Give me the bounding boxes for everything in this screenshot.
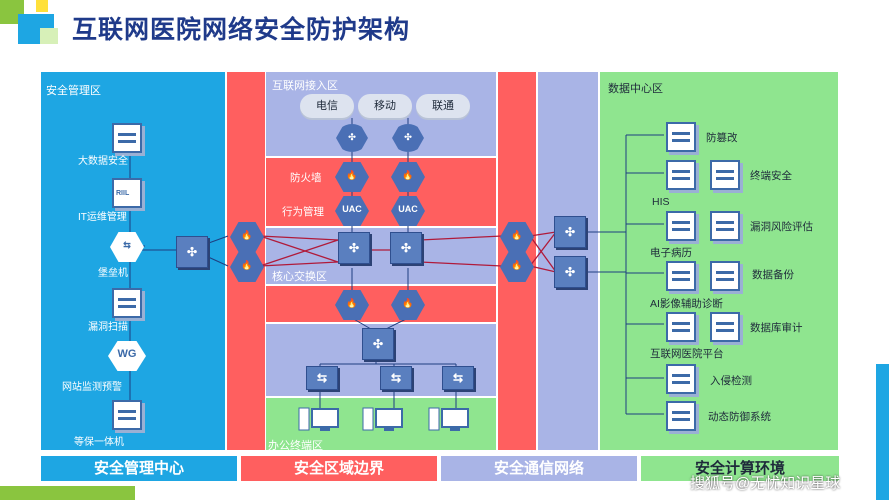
- antitamper-icon: [666, 122, 696, 152]
- dynamic-defense-icon: [666, 401, 696, 431]
- compliance-box-icon: [112, 400, 142, 430]
- cloud-unicom: 联通: [416, 94, 470, 118]
- mgmt-zone-label: 安全管理区: [46, 85, 101, 97]
- inner-fw-band: [266, 286, 496, 322]
- corner-deco-yellow: [36, 0, 48, 12]
- office-pc-icon: [428, 407, 469, 431]
- access-switch-icon: ✣: [362, 328, 394, 360]
- vuln-assess-icon: [710, 211, 740, 241]
- office-zone-label: 办公终端区: [268, 440, 323, 452]
- riil-label: RIIL: [116, 190, 130, 197]
- cloud-mobile: 移动: [358, 94, 412, 118]
- dc-item-label: 电子病历: [650, 247, 692, 259]
- ids-icon: [666, 364, 696, 394]
- datacenter-zone-label: 数据中心区: [608, 83, 663, 95]
- dc-item-label: AI影像辅助诊断: [650, 298, 723, 310]
- wg-label: WG: [117, 348, 137, 360]
- banner-boundary: 安全区域边界: [241, 456, 437, 481]
- firewall-band: [266, 158, 496, 226]
- vuln-scan-icon: [112, 288, 142, 318]
- core-zone: [266, 228, 496, 284]
- dc-item-label: 入侵检测: [710, 375, 752, 387]
- uac-label: UAC: [342, 204, 362, 214]
- office-pc-icon: [362, 407, 403, 431]
- internet-zone-label: 互联网接入区: [272, 80, 338, 92]
- ai-server-icon: [666, 261, 696, 291]
- uac-label: UAC: [398, 204, 418, 214]
- terminal-security-icon: [710, 160, 740, 190]
- dc-item-label: 数据库审计: [750, 322, 803, 334]
- edge-switch-icon: ⇆: [442, 366, 474, 390]
- dc-item-label: 终端安全: [750, 170, 792, 182]
- banner-compute-env: 安全计算环境: [641, 456, 839, 481]
- watermark: 搜狐号@无忧知识星球: [690, 475, 841, 492]
- mgmt-item-label: IT运维管理: [78, 212, 127, 223]
- db-audit-icon: [710, 312, 740, 342]
- banner-mgmt-center: 安全管理中心: [41, 456, 237, 481]
- core-switch-icon: ✣: [338, 232, 370, 264]
- mgmt-item-label: 等保一体机: [74, 437, 124, 448]
- dc-switch-icon: ✣: [554, 256, 586, 288]
- mgmt-switch-icon: ✣: [176, 236, 208, 268]
- banner-comm-network: 安全通信网络: [441, 456, 637, 481]
- page-title: 互联网医院网络安全防护架构: [72, 16, 411, 44]
- dc-switch-icon: ✣: [554, 216, 586, 248]
- his-server-icon: [666, 160, 696, 190]
- it-ops-icon: RIIL: [112, 178, 142, 208]
- dc-item-label: 漏洞风险评估: [750, 221, 813, 233]
- edge-switch-icon: ⇆: [306, 366, 338, 390]
- bottom-deco-green: [0, 486, 135, 500]
- dc-item-label: 防篡改: [706, 132, 738, 144]
- right-deco-blue: [876, 364, 889, 500]
- firewall-row-label: 防火墙: [290, 172, 322, 184]
- edge-switch-icon: ⇆: [380, 366, 412, 390]
- mgmt-item-label: 堡垒机: [98, 268, 128, 279]
- core-switch-icon: ✣: [390, 232, 422, 264]
- dc-item-label: 数据备份: [752, 269, 794, 281]
- behavior-row-label: 行为管理: [282, 206, 324, 218]
- office-pc-icon: [298, 407, 339, 431]
- router-icon: ✣: [336, 124, 368, 152]
- dc-item-label: HIS: [652, 196, 670, 208]
- mgmt-item-label: 网站监测预警: [62, 382, 122, 393]
- emr-server-icon: [666, 211, 696, 241]
- bigdata-icon: [112, 123, 142, 153]
- platform-server-icon: [666, 312, 696, 342]
- core-zone-label: 核心交换区: [272, 271, 327, 283]
- corner-deco-light: [40, 28, 58, 44]
- mgmt-item-label: 大数据安全: [78, 156, 128, 167]
- mgmt-item-label: 漏洞扫描: [88, 322, 128, 333]
- dc-item-label: 互联网医院平台: [650, 348, 724, 360]
- backup-icon: [710, 261, 740, 291]
- dc-item-label: 动态防御系统: [708, 411, 771, 423]
- router-icon: ✣: [392, 124, 424, 152]
- cloud-telecom: 电信: [300, 94, 354, 118]
